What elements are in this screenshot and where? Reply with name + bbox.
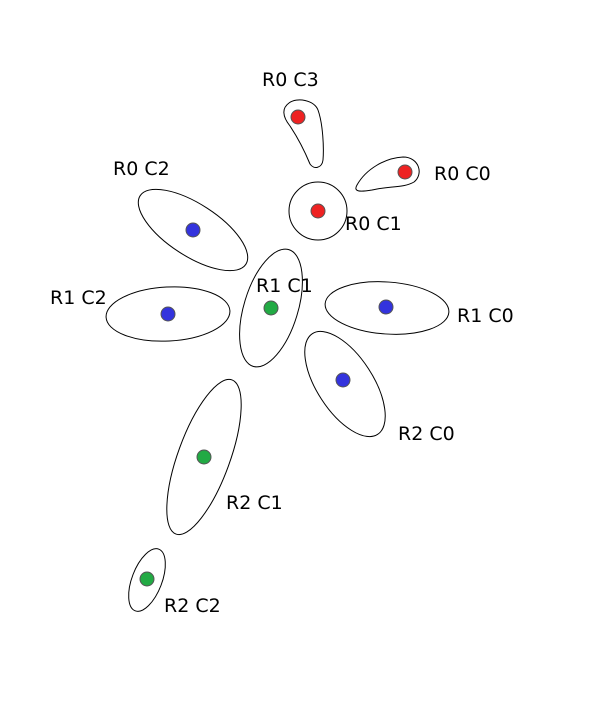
dot-r0-c0 bbox=[397, 164, 413, 180]
label-r2-c2: R2 C2 bbox=[164, 595, 221, 617]
dot-r2-c2 bbox=[139, 571, 155, 587]
cluster-r1-c2: R1 C2 bbox=[50, 286, 231, 342]
cluster-r0-c1: R0 C1 bbox=[288, 181, 402, 241]
cluster-r0-c2: R0 C2 bbox=[113, 158, 249, 272]
cluster-r1-c0: R1 C0 bbox=[324, 281, 514, 335]
dot-r0-c1 bbox=[310, 203, 326, 219]
cluster-r2-c0: R2 C0 bbox=[304, 330, 455, 445]
cluster-r0-c0: R0 C0 bbox=[355, 156, 491, 192]
label-r0-c3: R0 C3 bbox=[262, 69, 319, 91]
label-r1-c0: R1 C0 bbox=[457, 305, 514, 327]
cluster-r2-c2: R2 C2 bbox=[128, 548, 221, 617]
label-r1-c1: R1 C1 bbox=[256, 275, 313, 297]
label-r1-c2: R1 C2 bbox=[50, 287, 107, 309]
dot-r1-c0 bbox=[378, 299, 394, 315]
region-r0-c3 bbox=[283, 99, 324, 168]
dot-r0-c3 bbox=[290, 109, 306, 125]
dot-r2-c0 bbox=[335, 372, 351, 388]
label-r0-c2: R0 C2 bbox=[113, 158, 170, 180]
cluster-r0-c3: R0 C3 bbox=[262, 69, 324, 168]
dot-r1-c2 bbox=[160, 306, 176, 322]
dot-r1-c1 bbox=[263, 300, 279, 316]
label-r0-c1: R0 C1 bbox=[345, 213, 402, 235]
cluster-r1-c1: R1 C1 bbox=[239, 248, 313, 368]
label-r2-c0: R2 C0 bbox=[398, 423, 455, 445]
dot-r0-c2 bbox=[185, 222, 201, 238]
label-r2-c1: R2 C1 bbox=[226, 492, 283, 514]
label-r0-c0: R0 C0 bbox=[434, 163, 491, 185]
cluster-r2-c1: R2 C1 bbox=[166, 378, 283, 536]
dot-r2-c1 bbox=[196, 449, 212, 465]
